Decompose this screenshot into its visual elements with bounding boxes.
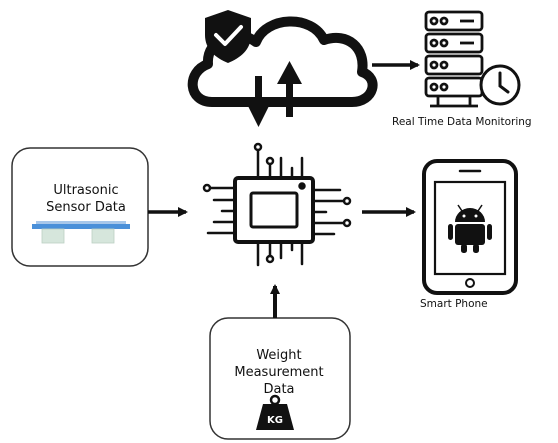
weight-label: Weight Measurement Data bbox=[220, 347, 338, 398]
weight-label-line1: Weight bbox=[256, 348, 302, 363]
phone-label: Smart Phone bbox=[420, 298, 488, 310]
cloud-up-arrow bbox=[277, 61, 302, 117]
android-icon bbox=[448, 204, 492, 253]
weight-box bbox=[209, 317, 351, 440]
server-rack-icon bbox=[424, 10, 484, 108]
kg-weight-unit: KG bbox=[267, 415, 283, 426]
ultrasonic-label: Ultrasonic Sensor Data bbox=[30, 182, 142, 216]
cloud-down-arrow bbox=[246, 76, 271, 127]
shield-check-icon bbox=[205, 10, 251, 63]
clock-icon bbox=[479, 64, 521, 106]
weight-label-line3: Data bbox=[263, 382, 295, 397]
ultrasonic-label-line2: Sensor Data bbox=[46, 200, 126, 215]
server-label: Real Time Data Monitoring bbox=[392, 116, 532, 128]
ultrasonic-label-line1: Ultrasonic bbox=[53, 183, 119, 198]
ultrasonic-sensor-icon bbox=[32, 221, 130, 244]
kg-weight-icon: KG bbox=[256, 394, 294, 430]
microcontroller-chip-icon bbox=[202, 142, 352, 267]
weight-label-line2: Measurement bbox=[234, 365, 324, 380]
